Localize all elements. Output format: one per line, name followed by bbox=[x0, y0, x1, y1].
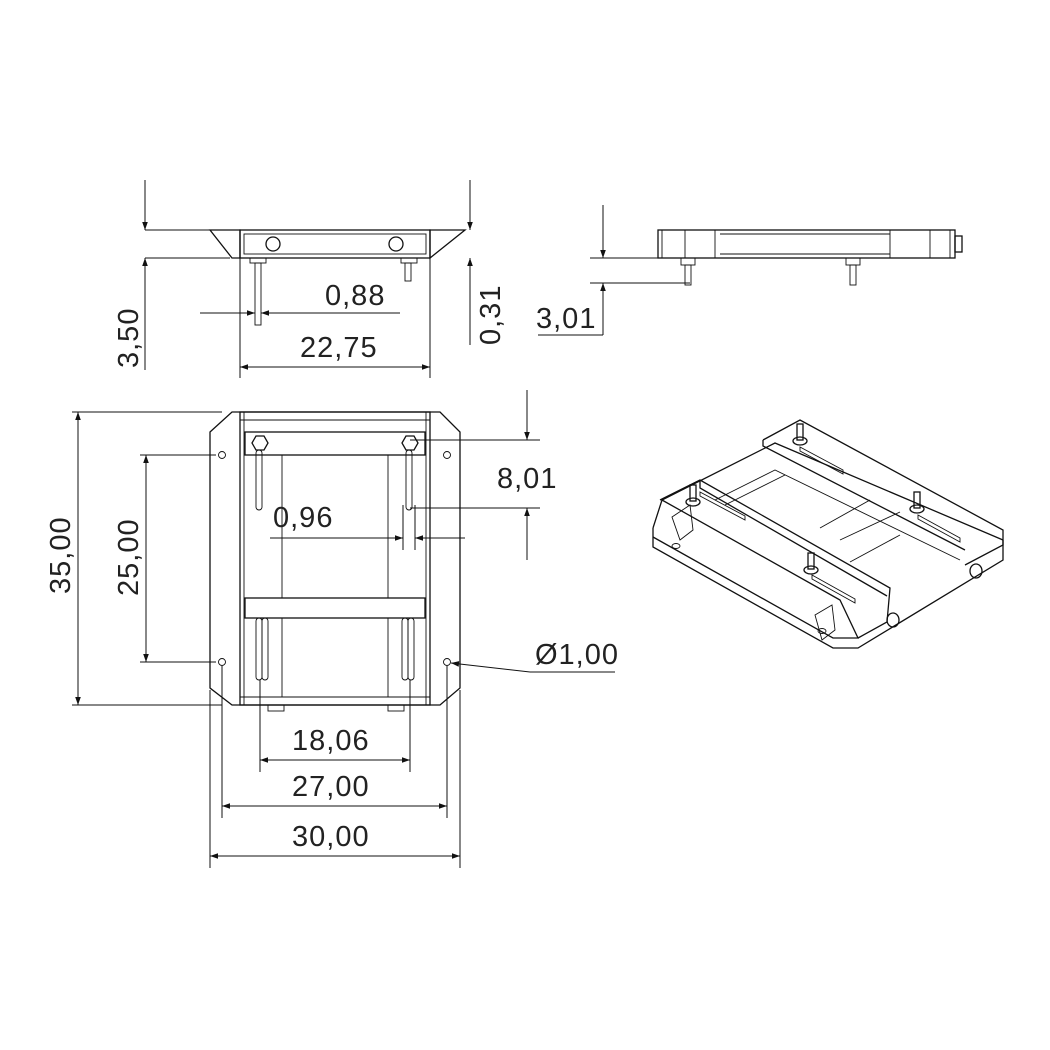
iso-bolt bbox=[803, 552, 819, 575]
iso-slot bbox=[799, 446, 844, 475]
right-flange bbox=[429, 229, 467, 260]
dim-inner-width: 22,75 bbox=[300, 332, 378, 364]
mount-hole bbox=[218, 451, 226, 459]
front-roller-right bbox=[388, 236, 404, 252]
side-bolt-right bbox=[849, 264, 857, 286]
inner-frame bbox=[239, 411, 431, 706]
side-roller bbox=[954, 235, 963, 253]
iso-bolt bbox=[685, 484, 701, 507]
front-view: 3,50 0,31 0,88 22,75 bbox=[113, 180, 507, 378]
iso-slot bbox=[811, 574, 856, 604]
bolt-right bbox=[404, 262, 412, 282]
iso-mount-hole bbox=[817, 628, 827, 634]
dim-bolt-spacing: 18,06 bbox=[292, 725, 370, 757]
base-plate-outline bbox=[209, 411, 461, 706]
side-view: 3,01 bbox=[536, 205, 963, 336]
middle-strap bbox=[244, 597, 426, 619]
mount-hole bbox=[218, 658, 226, 666]
dim-hole-spacing-width: 27,00 bbox=[292, 771, 370, 803]
iso-front-strap bbox=[659, 479, 891, 639]
side-bolt-left bbox=[684, 264, 692, 286]
dim-hole-diameter: Ø1,00 bbox=[535, 639, 619, 671]
isometric-view bbox=[652, 419, 1004, 649]
hex-nut-right bbox=[401, 435, 419, 451]
iso-mount-hole bbox=[671, 543, 681, 549]
dim-slot-width: 0,96 bbox=[273, 502, 333, 534]
top-strap bbox=[244, 431, 426, 456]
iso-gusset bbox=[814, 604, 836, 641]
dim-hole-spacing-length: 25,00 bbox=[113, 518, 145, 596]
dim-height-total: 3,50 bbox=[113, 308, 145, 368]
hex-nut-left bbox=[251, 435, 269, 451]
mount-hole bbox=[443, 451, 451, 459]
nut-left bbox=[249, 257, 267, 264]
dim-overall-width: 30,00 bbox=[292, 821, 370, 853]
iso-gusset bbox=[671, 504, 694, 541]
nut-right bbox=[400, 257, 418, 264]
iso-base-front bbox=[652, 528, 1004, 649]
slot-bottom-right bbox=[401, 617, 409, 681]
slot-top-left bbox=[255, 449, 263, 511]
bolt-left bbox=[254, 262, 262, 326]
dim-slot-length: 8,01 bbox=[497, 463, 557, 495]
dim-plate-thickness: 0,31 bbox=[475, 285, 507, 345]
slot-bottom-left bbox=[255, 617, 263, 681]
iso-slot bbox=[699, 491, 746, 521]
iso-slot bbox=[917, 514, 961, 543]
dim-bolt-diameter: 0,88 bbox=[325, 280, 385, 312]
dim-overall-length: 35,00 bbox=[45, 516, 77, 594]
front-body bbox=[239, 229, 431, 259]
iso-roller bbox=[969, 563, 983, 579]
top-view: 35,00 25,00 8,01 0,96 Ø1,00 18,06 27,00 bbox=[45, 390, 619, 868]
iso-roller bbox=[886, 612, 900, 628]
iso-bolt bbox=[792, 423, 808, 446]
front-roller-left bbox=[265, 236, 281, 252]
slot-top-right bbox=[405, 449, 413, 511]
iso-back-strap bbox=[762, 419, 1004, 566]
mount-hole bbox=[443, 658, 451, 666]
left-flange bbox=[208, 229, 241, 259]
dim-bolt-projection: 3,01 bbox=[536, 303, 596, 335]
iso-bolt bbox=[909, 491, 925, 514]
